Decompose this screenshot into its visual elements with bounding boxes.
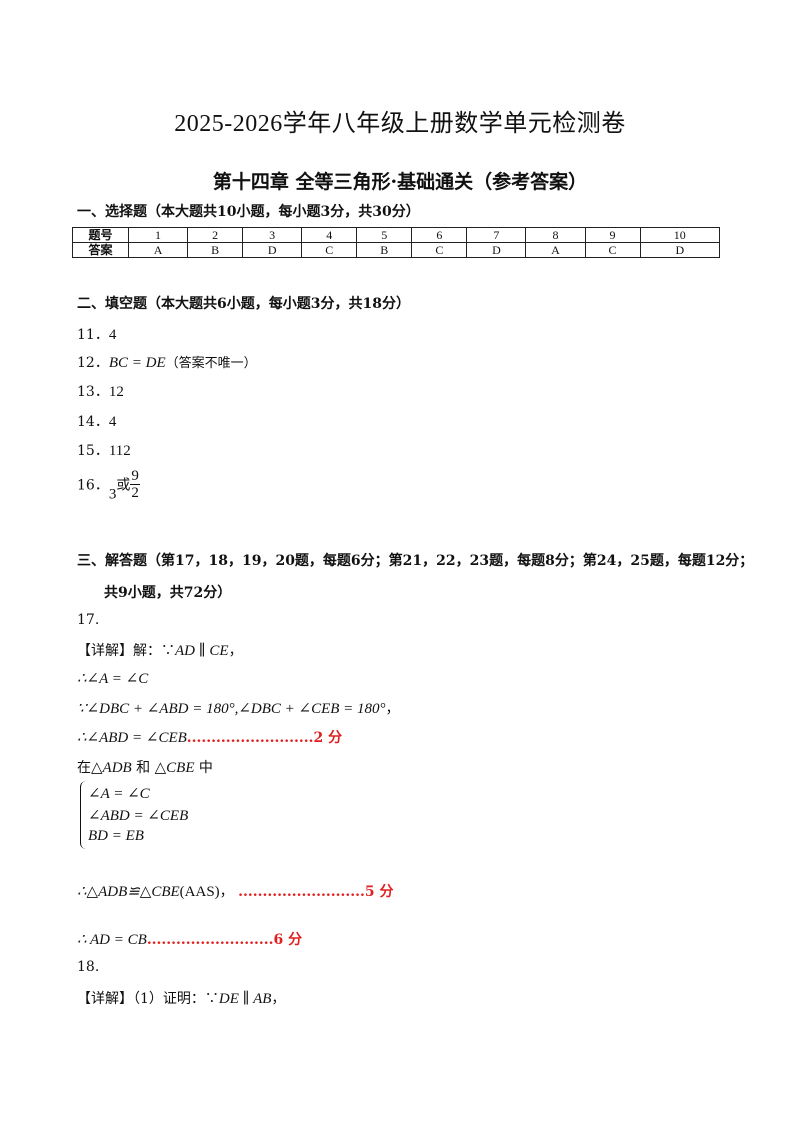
- table-cell: D: [639, 242, 721, 258]
- math-expression: ∴ AD = CB: [77, 932, 147, 948]
- fraction-numerator: 9: [130, 468, 140, 485]
- item-number: 13．: [77, 384, 109, 400]
- math-expression: ∵∠DBC + ∠ABD = 180°,∠DBC + ∠CEB = 180°: [77, 701, 386, 717]
- q17-line6: ∴△ADB≌△CBE(AAS)， .......................…: [77, 881, 393, 901]
- q17-line3: ∵∠DBC + ∠ABD = 180°,∠DBC + ∠CEB = 180°，: [77, 698, 400, 718]
- fill-item-15: 15．112: [77, 440, 131, 460]
- q18-number: 18.: [77, 959, 100, 975]
- q17-line2: ∴∠A = ∠C: [77, 671, 149, 687]
- item-answer: 12: [108, 384, 124, 400]
- item-answer: BC = DE: [108, 355, 166, 371]
- item-number: 15．: [77, 443, 109, 459]
- item-answer: 4: [108, 327, 117, 343]
- table-cell: 1: [127, 227, 189, 243]
- table-cell: D: [466, 242, 527, 258]
- section3-heading-line2: 共9小题，共72分）: [104, 585, 232, 601]
- table-row-numbers: 题号 1 2 3 4 5 6 7 8 9 10: [72, 227, 721, 243]
- page-subtitle: 第十四章 全等三角形·基础通关（参考答案）: [212, 171, 588, 193]
- item-number: 12．: [77, 355, 109, 371]
- q17-line1: 【详解】解：∵AD ∥ CE，: [77, 640, 243, 660]
- triangle-adb: △ADB: [91, 760, 132, 776]
- item-answer: 112: [108, 443, 131, 459]
- page-title: 2025-2026学年八年级上册数学单元检测卷: [174, 111, 626, 137]
- fraction-denominator: 2: [131, 485, 139, 501]
- table-cell: 5: [356, 227, 413, 243]
- section3-heading-line1: 三、解答题（第17，18，19，20题，每题6分；第21，22，23题，每题8分…: [77, 553, 754, 569]
- table-cell: C: [411, 242, 468, 258]
- fill-item-12: 12．BC = DE（答案不唯一）: [77, 352, 257, 372]
- math-expression: ∴∠ABD = ∠CEB: [77, 730, 187, 746]
- table-cell: 8: [525, 227, 586, 243]
- punctuation: ，: [385, 701, 400, 717]
- fill-item-13: 13．12: [77, 381, 124, 401]
- q18-line1: 【详解】（1）证明：∵DE ∥ AB，: [77, 988, 285, 1008]
- system-line-3: BD = EB: [88, 828, 144, 844]
- table-cell: 10: [639, 227, 721, 243]
- math-expression: ∴△ADB≌△CBE: [77, 884, 180, 900]
- table-header-answer: 答案: [72, 242, 129, 258]
- text: 中: [194, 760, 213, 776]
- item-or: 或: [116, 477, 131, 494]
- q17-line5: 在△ADB 和 △CBE 中: [77, 757, 213, 777]
- score-marker: ..........................6 分: [146, 932, 303, 948]
- system-line-1: ∠A = ∠C: [88, 786, 150, 802]
- table-cell: A: [127, 242, 189, 258]
- item-answer: 3: [108, 486, 117, 503]
- table-cell: C: [301, 242, 358, 258]
- item-number: 11．: [77, 327, 109, 343]
- system-brace: [80, 781, 88, 849]
- table-cell: B: [356, 242, 413, 258]
- table-header-number: 题号: [72, 227, 129, 243]
- table-row-answers: 答案 A B D C B C D A C D: [72, 242, 721, 258]
- table-cell: 7: [466, 227, 527, 243]
- table-cell: 6: [411, 227, 468, 243]
- detail-label: 【详解】解：∵: [77, 643, 175, 659]
- punctuation: ，: [271, 991, 286, 1007]
- table-cell: 4: [301, 227, 358, 243]
- q17-line7: ∴ AD = CB..........................6 分: [77, 929, 302, 949]
- punctuation: ，: [228, 643, 243, 659]
- table-cell: 9: [584, 227, 641, 243]
- punctuation: ，: [219, 884, 234, 900]
- table-cell: D: [242, 242, 303, 258]
- table-cell: 3: [242, 227, 303, 243]
- item-number: 14．: [77, 414, 109, 430]
- fill-item-14: 14．4: [77, 411, 116, 431]
- score-marker: ..........................2 分: [186, 730, 343, 746]
- section1-heading: 一、选择题（本大题共10小题，每小题3分，共30分）: [77, 204, 420, 220]
- item-note: （答案不唯一）: [165, 356, 257, 371]
- item-answer: 4: [108, 414, 117, 430]
- detail-label: 【详解】（1）证明：∵: [77, 991, 219, 1007]
- system-line-2: ∠ABD = ∠CEB: [88, 808, 189, 824]
- answer-table: 题号 1 2 3 4 5 6 7 8 9 10 答案 A B D C B C D…: [72, 227, 721, 258]
- math-expression: AD ∥ CE: [175, 643, 229, 659]
- table-cell: 2: [187, 227, 244, 243]
- table-cell: B: [187, 242, 244, 258]
- table-cell: A: [525, 242, 586, 258]
- aas-label: (AAS): [179, 884, 220, 900]
- score-marker: ..........................5 分: [238, 884, 394, 900]
- q17-line4: ∴∠ABD = ∠CEB..........................2 …: [77, 727, 342, 747]
- table-cell: C: [584, 242, 641, 258]
- section2-heading: 二、填空题（本大题共6小题，每小题3分，共18分）: [77, 296, 410, 312]
- fill-item-11: 11．4: [77, 324, 116, 344]
- math-expression: DE ∥ AB: [218, 991, 272, 1007]
- text: 和: [131, 760, 155, 776]
- triangle-cbe: △CBE: [154, 760, 195, 776]
- item-number: 16．: [77, 477, 109, 494]
- text: 在: [77, 760, 91, 776]
- q17-number: 17.: [77, 612, 100, 628]
